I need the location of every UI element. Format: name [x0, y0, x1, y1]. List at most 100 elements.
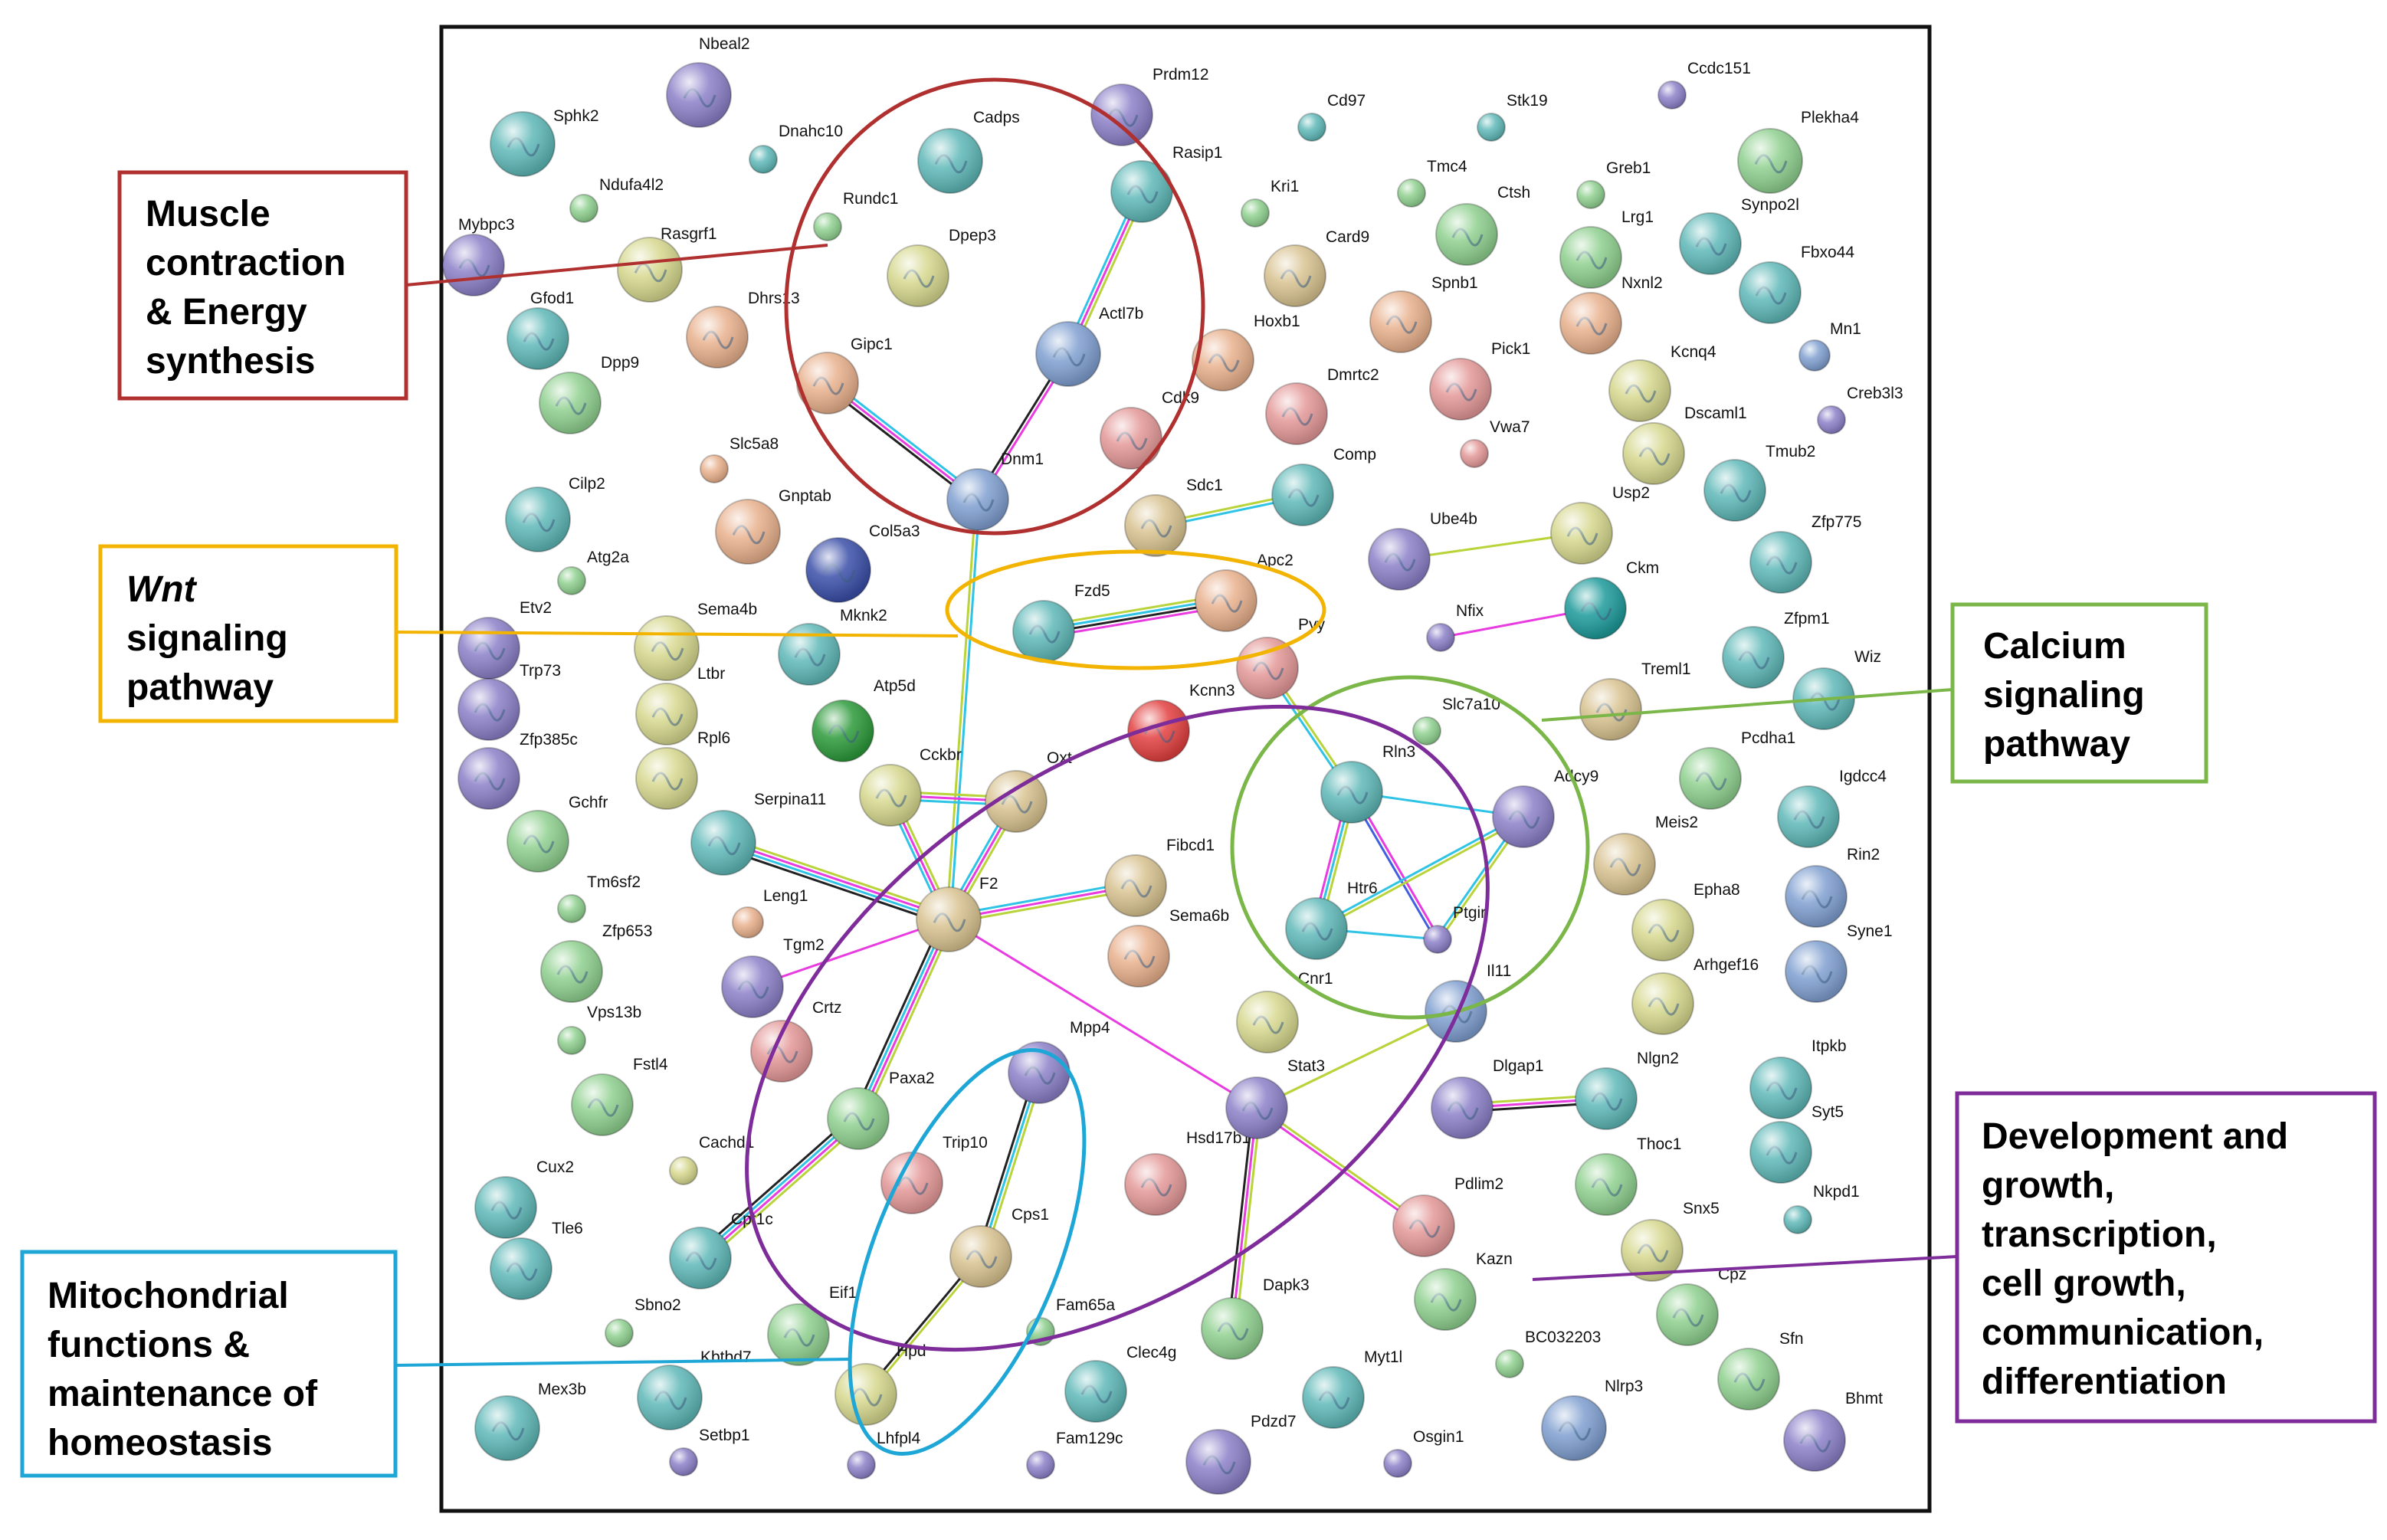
node-dlgap1[interactable]: Dlgap1	[1431, 1057, 1544, 1139]
node-epha8[interactable]: Epha8	[1631, 881, 1740, 962]
node-arhgef16[interactable]: Arhgef16	[1631, 956, 1759, 1035]
node-hsd17b1[interactable]: Hsd17b1	[1124, 1129, 1251, 1216]
node-ckm[interactable]: Ckm	[1564, 559, 1659, 640]
node-setbp1[interactable]: Setbp1	[669, 1427, 750, 1476]
node-cilp2[interactable]: Cilp2	[505, 475, 605, 552]
node-cpt1c[interactable]: Cpt1c	[669, 1211, 773, 1289]
node-tle6[interactable]: Tle6	[490, 1220, 583, 1300]
node-osgin1[interactable]: Osgin1	[1383, 1428, 1464, 1478]
node-ltbr[interactable]: Ltbr	[635, 665, 725, 745]
node-kbtbd7[interactable]: Kbtbd7	[637, 1348, 752, 1430]
node-ptgir[interactable]: Ptgir	[1423, 904, 1486, 954]
node-cux2[interactable]: Cux2	[474, 1158, 574, 1239]
node-rin2[interactable]: Rin2	[1785, 846, 1880, 928]
node-htr6[interactable]: Htr6	[1285, 880, 1378, 960]
node-slc5a8[interactable]: Slc5a8	[700, 435, 779, 483]
node-cachd1[interactable]: Cachd1	[669, 1134, 754, 1185]
node-rasgrf1[interactable]: Rasgrf1	[617, 225, 717, 303]
node-dnahc10[interactable]: Dnahc10	[749, 123, 843, 174]
node-atp5d[interactable]: Atp5d	[812, 677, 916, 762]
node-stk19[interactable]: Stk19	[1477, 92, 1548, 142]
node-paxa2[interactable]: Paxa2	[827, 1070, 935, 1150]
node-pdlim2[interactable]: Pdlim2	[1392, 1175, 1503, 1257]
node-ube4b[interactable]: Ube4b	[1368, 510, 1477, 591]
node-pyy[interactable]: Pyy	[1236, 616, 1326, 700]
node-rpl6[interactable]: Rpl6	[635, 729, 730, 810]
node-sdc1[interactable]: Sdc1	[1124, 477, 1223, 557]
node-vwa7[interactable]: Vwa7	[1460, 418, 1530, 468]
node-snx5[interactable]: Snx5	[1621, 1200, 1720, 1282]
node-spnb1[interactable]: Spnb1	[1369, 274, 1478, 353]
node-cnr1[interactable]: Cnr1	[1236, 970, 1333, 1053]
node-syt5[interactable]: Syt5	[1749, 1103, 1844, 1184]
node-sfn[interactable]: Sfn	[1717, 1330, 1804, 1411]
node-nbeal2[interactable]: Nbeal2	[666, 35, 750, 128]
node-trip10[interactable]: Trip10	[880, 1134, 988, 1214]
node-thoc1[interactable]: Thoc1	[1575, 1135, 1681, 1216]
node-oxt[interactable]: Oxt	[985, 749, 1072, 833]
node-card9[interactable]: Card9	[1264, 228, 1369, 307]
node-sphk2[interactable]: Sphk2	[490, 107, 599, 177]
node-lrg1[interactable]: Lrg1	[1559, 208, 1654, 289]
node-slc7a10[interactable]: Slc7a10	[1412, 696, 1500, 745]
node-bhmt[interactable]: Bhmt	[1783, 1390, 1883, 1472]
node-dmrtc2[interactable]: Dmrtc2	[1265, 366, 1379, 445]
node-usp2[interactable]: Usp2	[1550, 484, 1650, 565]
node-gnptab[interactable]: Gnptab	[715, 487, 831, 565]
node-pdzd7[interactable]: Pdzd7	[1185, 1413, 1297, 1495]
node-zfp775[interactable]: Zfp775	[1749, 513, 1861, 594]
node-myt1l[interactable]: Myt1l	[1302, 1348, 1402, 1429]
node-zfp385c[interactable]: Zfp385c	[457, 731, 578, 810]
node-dpp9[interactable]: Dpp9	[539, 354, 639, 434]
node-cps1[interactable]: Cps1	[949, 1206, 1049, 1288]
node-f2[interactable]: F2	[916, 875, 998, 952]
node-hoxb1[interactable]: Hoxb1	[1192, 313, 1300, 392]
node-mex3b[interactable]: Mex3b	[474, 1381, 586, 1461]
node-cd97[interactable]: Cd97	[1297, 92, 1366, 142]
node-kcnq4[interactable]: Kcnq4	[1608, 343, 1716, 422]
node-kcnn3[interactable]: Kcnn3	[1127, 682, 1235, 762]
node-zfp653[interactable]: Zfp653	[540, 922, 652, 1003]
node-nfix[interactable]: Nfix	[1426, 602, 1484, 652]
node-nxnl2[interactable]: Nxnl2	[1559, 274, 1663, 355]
node-tgm2[interactable]: Tgm2	[721, 936, 825, 1018]
node-leng1[interactable]: Leng1	[732, 887, 808, 939]
node-sbno2[interactable]: Sbno2	[605, 1296, 681, 1348]
node-tmub2[interactable]: Tmub2	[1703, 443, 1815, 522]
node-fibcd1[interactable]: Fibcd1	[1104, 837, 1215, 917]
node-vps13b[interactable]: Vps13b	[557, 1004, 641, 1055]
node-pcdha1[interactable]: Pcdha1	[1679, 729, 1795, 810]
node-mknk2[interactable]: Mknk2	[778, 607, 887, 686]
node-sema6b[interactable]: Sema6b	[1107, 907, 1229, 988]
node-gfod1[interactable]: Gfod1	[507, 290, 574, 370]
node-dpep3[interactable]: Dpep3	[887, 227, 996, 307]
node-cckbr[interactable]: Cckbr	[859, 746, 962, 827]
node-prdm12[interactable]: Prdm12	[1090, 66, 1209, 146]
node-gipc1[interactable]: Gipc1	[796, 336, 893, 414]
node-zfpm1[interactable]: Zfpm1	[1722, 610, 1830, 689]
node-fzd5[interactable]: Fzd5	[1012, 582, 1110, 663]
node-nlrp3[interactable]: Nlrp3	[1541, 1378, 1643, 1461]
node-dscaml1[interactable]: Dscaml1	[1622, 405, 1747, 485]
node-rasip1[interactable]: Rasip1	[1110, 144, 1222, 223]
node-dhrs13[interactable]: Dhrs13	[686, 290, 800, 369]
node-fstl4[interactable]: Fstl4	[571, 1056, 668, 1136]
node-kri1[interactable]: Kri1	[1241, 178, 1299, 228]
node-gchfr[interactable]: Gchfr	[507, 794, 608, 873]
node-trp73[interactable]: Trp73	[457, 662, 561, 741]
node-igdcc4[interactable]: Igdcc4	[1777, 768, 1887, 848]
node-tmc4[interactable]: Tmc4	[1397, 158, 1467, 208]
node-itpkb[interactable]: Itpkb	[1749, 1037, 1847, 1119]
node-dapk3[interactable]: Dapk3	[1201, 1276, 1310, 1360]
node-mn1[interactable]: Mn1	[1798, 320, 1861, 372]
node-ccdc151[interactable]: Ccdc151	[1657, 60, 1751, 110]
node-treml1[interactable]: Treml1	[1579, 660, 1691, 741]
node-rln3[interactable]: Rln3	[1320, 743, 1415, 824]
node-pick1[interactable]: Pick1	[1429, 340, 1530, 421]
node-apc2[interactable]: Apc2	[1195, 552, 1294, 632]
node-fam129c[interactable]: Fam129c	[1026, 1430, 1123, 1479]
node-kazn[interactable]: Kazn	[1414, 1250, 1513, 1331]
node-stat3[interactable]: Stat3	[1225, 1057, 1325, 1139]
node-sema4b[interactable]: Sema4b	[634, 601, 757, 681]
node-dnm1[interactable]: Dnm1	[946, 451, 1044, 531]
